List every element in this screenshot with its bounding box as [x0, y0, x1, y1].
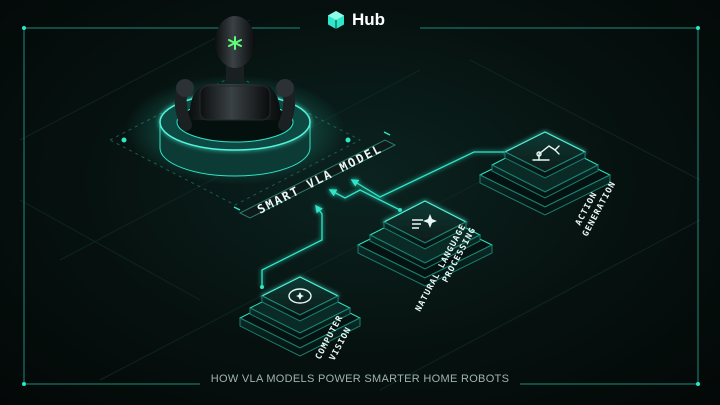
brand-name: Hub — [352, 10, 385, 30]
brand: Hub — [326, 8, 385, 32]
footer-caption: HOW VLA MODELS POWER SMARTER HOME ROBOTS — [0, 373, 720, 385]
humanoid-robot — [176, 16, 294, 125]
connector-computer-vision — [262, 206, 322, 287]
cube-logo-icon — [326, 10, 346, 30]
node-nlp-stack — [358, 201, 492, 286]
